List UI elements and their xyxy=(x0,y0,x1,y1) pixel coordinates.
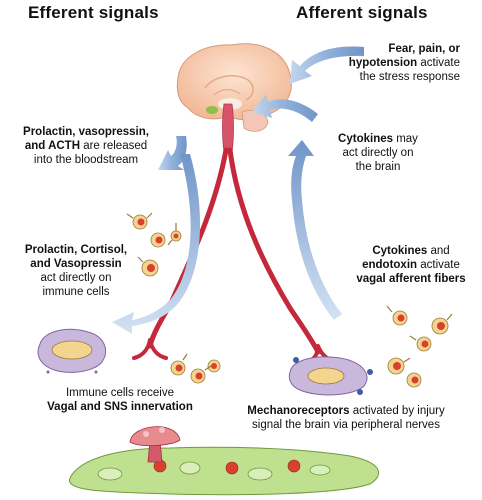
immune-cells-left xyxy=(126,212,182,277)
prolactin-release-label: Prolactin, vasopressin, and ACTH are rel… xyxy=(23,126,149,166)
arrow-fear xyxy=(290,46,364,84)
mechanoreceptors-label: Mechanoreceptors activated by injury sig… xyxy=(247,405,445,431)
injured-tissue xyxy=(69,426,380,496)
arrow-efferent-bloodstream xyxy=(158,136,187,170)
macrophage-right xyxy=(288,356,373,396)
macrophage-left xyxy=(37,328,106,374)
arrow-afferent-vagal xyxy=(288,140,342,320)
efferent-heading: Efferent signals xyxy=(28,3,159,22)
arrow-efferent-immune xyxy=(112,154,201,334)
brain xyxy=(176,43,292,153)
immune-act-label: Prolactin, Cortisol, and Vasopressin act… xyxy=(24,244,128,298)
cytokines-brain-label: Cytokines may act directly on the brain xyxy=(338,133,418,173)
immune-cells-bottom xyxy=(170,353,221,384)
immune-receive-label: Immune cells receive Vagal and SNS inner… xyxy=(47,387,193,413)
arrow-cytokines-brain xyxy=(252,94,318,122)
vagal-activate-label: Cytokines and endotoxin activate vagal a… xyxy=(356,245,466,285)
immune-cells-right xyxy=(386,305,453,388)
afferent-heading: Afferent signals xyxy=(296,3,428,22)
fear-pain-label: Fear, pain, or hypotension activate the … xyxy=(348,43,460,83)
